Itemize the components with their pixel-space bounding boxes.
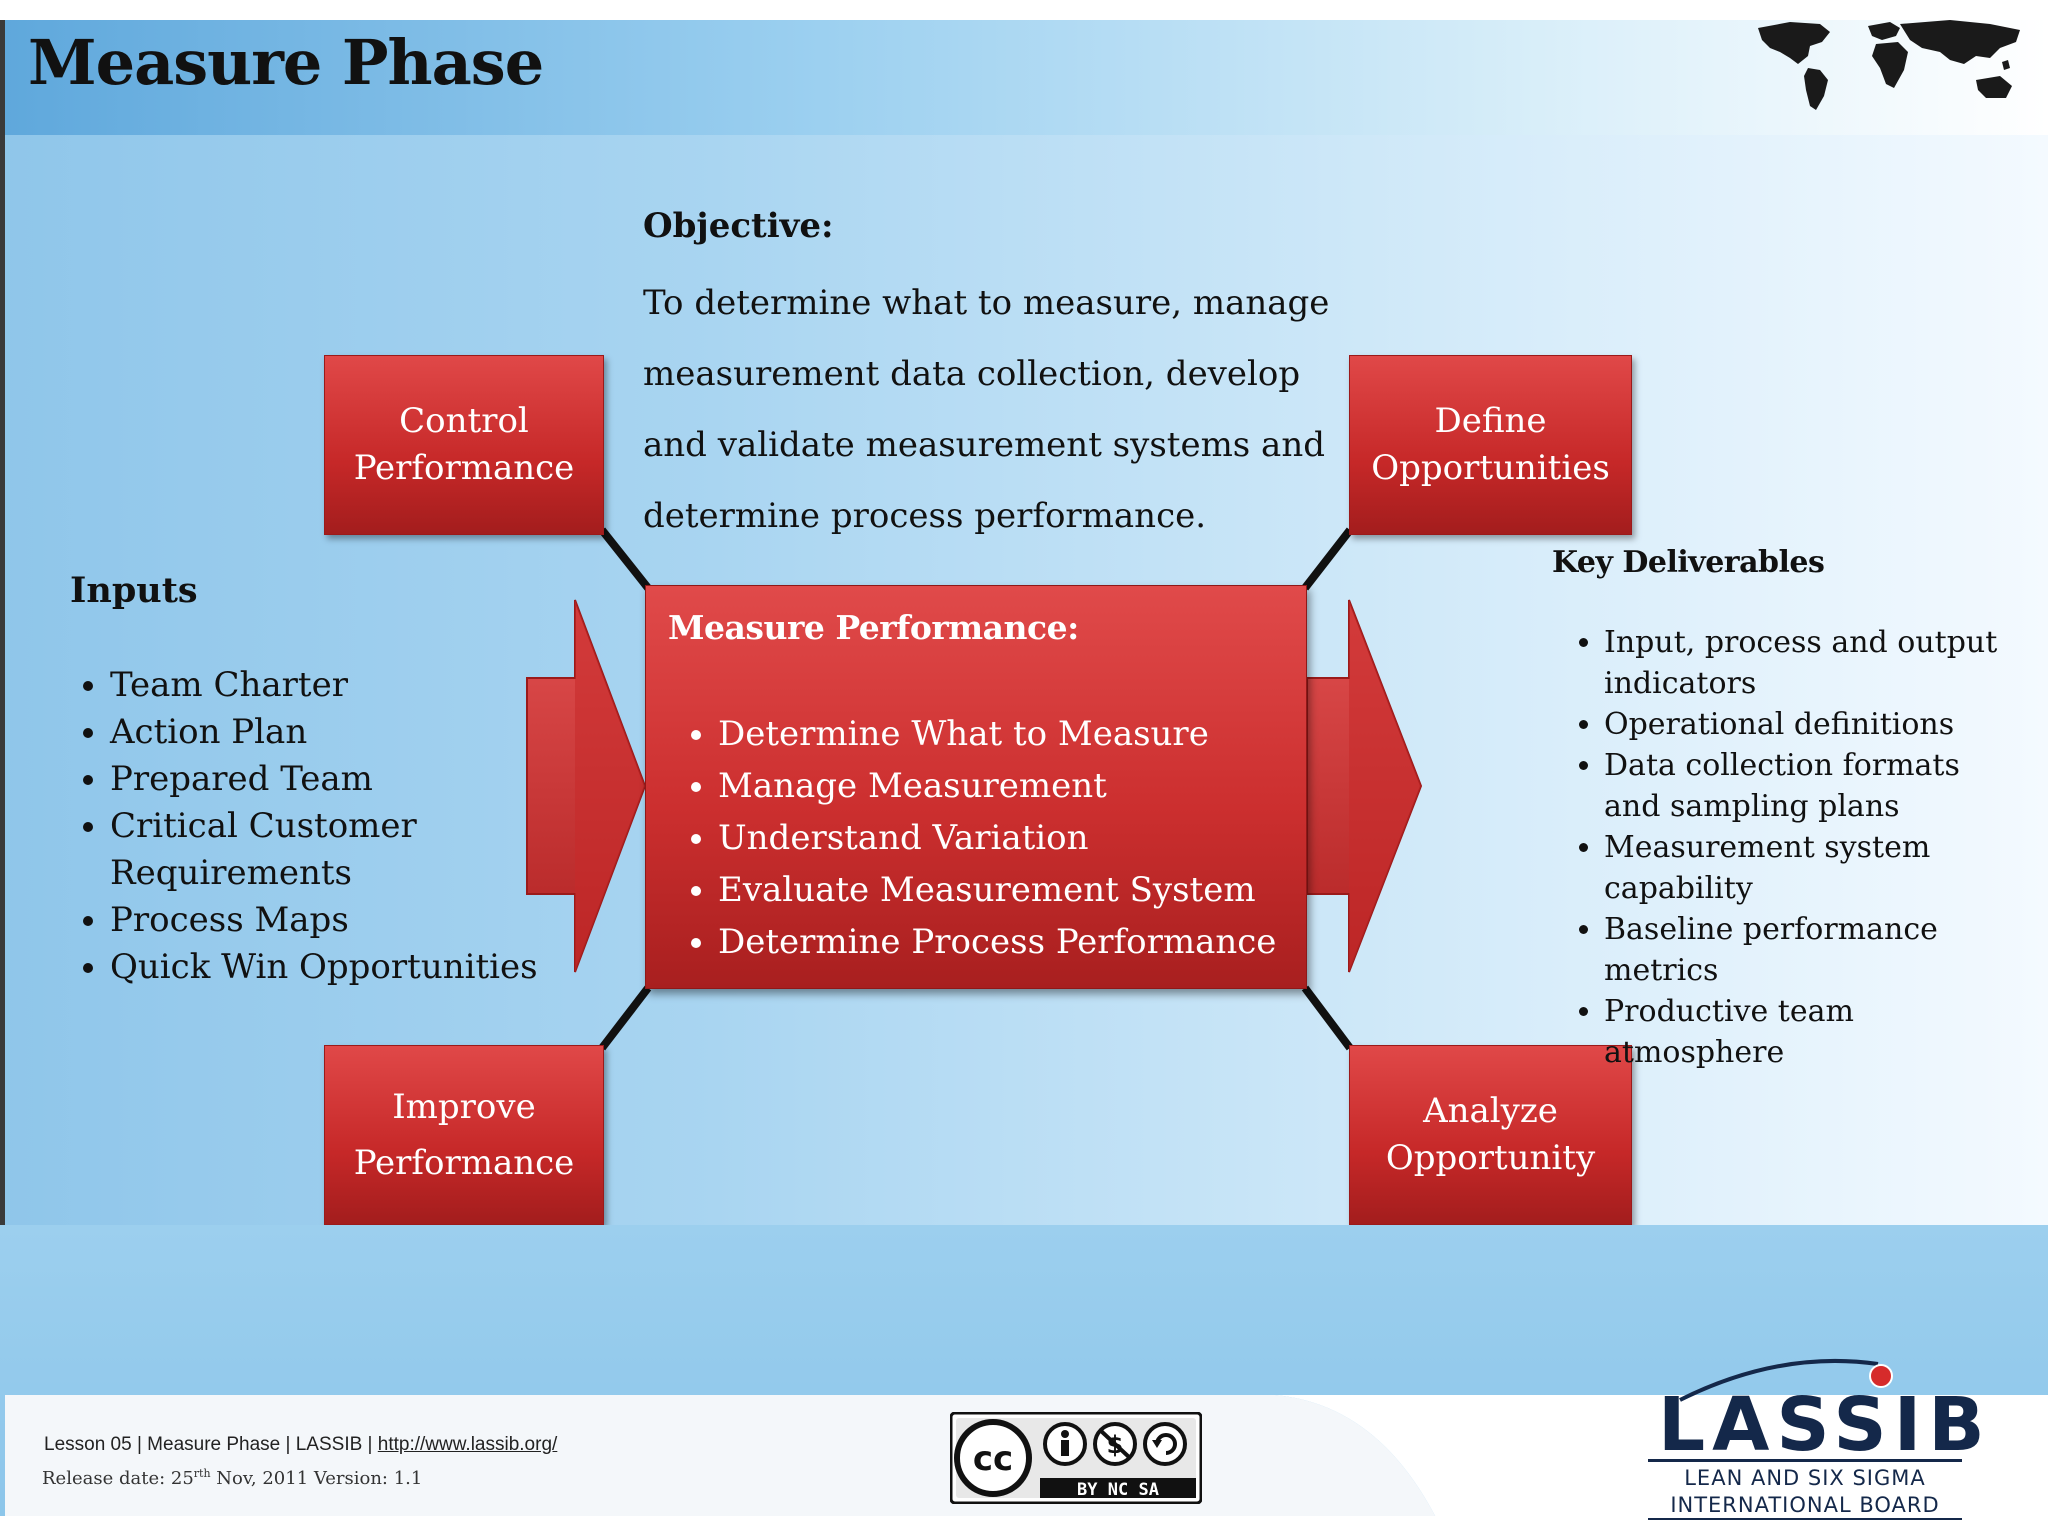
list-item: Action Plan [110,709,600,756]
list-item: Determine Process Performance [718,916,1338,968]
lassib-logo: LASSIB LEAN AND SIX SIGMA INTERNATIONAL … [1640,1352,1985,1520]
logo-tagline-1: LEAN AND SIX SIGMA [1684,1466,1926,1490]
logo-wordmark: LASSIB [1658,1382,1992,1468]
license-terms-label: BY NC SA [1077,1480,1159,1500]
bottom-margin [0,1516,2048,1536]
measure-performance-list: Determine What to Measure Manage Measure… [668,708,1338,968]
connector-define [1301,527,1354,591]
footer-release-info: Release date: 25rth Nov, 2011 Version: 1… [42,1467,422,1489]
list-item: Team Charter [110,662,600,709]
connector-control [598,527,652,591]
list-item: Process Maps [110,897,600,944]
title-band [5,20,2048,135]
inputs-heading: Inputs [70,570,198,611]
define-opportunities-box: Define Opportunities [1349,355,1632,535]
world-map-icon [1758,20,2020,110]
list-item: Measurement system capability [1604,827,2024,909]
list-item: Data collection formats and sampling pla… [1604,745,2024,827]
measure-performance-heading: Measure Performance: [668,608,1079,647]
logo-divider [1648,1459,1962,1462]
analyze-opportunity-label: Analyze Opportunity [1385,1091,1596,1178]
control-performance-label: Control Performance [353,401,575,488]
release-date-prefix: Release date: 25 [42,1468,194,1489]
footer-url-link[interactable]: http://www.lassib.org/ [377,1434,558,1455]
inputs-list: Team Charter Action Plan Prepared Team C… [70,662,600,991]
sharealike-icon [1143,1422,1187,1466]
list-item: Baseline performance metrics [1604,909,2024,991]
control-performance-box: Control Performance [324,355,604,535]
output-arrow [1306,599,1423,973]
logo-tagline-2: INTERNATIONAL BOARD [1670,1493,1940,1517]
logo-swoosh-icon [1679,1358,1893,1402]
release-date-suffix: rth [193,1467,211,1480]
release-date-rest: Nov, 2011 Version: 1.1 [210,1468,423,1489]
list-item: Determine What to Measure [718,708,1338,760]
top-margin [0,0,2048,20]
creative-commons-badge: cc $ BY NC SA [950,1412,1202,1504]
improve-performance-label: Improve Performance [353,1087,575,1183]
list-item: Productive team atmosphere [1604,991,2024,1073]
list-item: Critical Customer Requirements [110,803,600,897]
list-item: Understand Variation [718,812,1338,864]
logo-divider-bottom [1648,1518,1962,1520]
list-item: Quick Win Opportunities [110,944,600,991]
list-item: Manage Measurement [718,760,1338,812]
cc-icon: cc [973,1439,1013,1479]
measure-performance-box: Measure Performance: Determine What to M… [645,585,1307,989]
list-item: Operational definitions [1604,704,2024,745]
slide-title: Measure Phase [28,26,544,99]
key-deliverables-heading: Key Deliverables [1552,545,1825,580]
footer-lesson-text: Lesson 05 | Measure Phase | LASSIB | [44,1434,378,1455]
footer-lesson-info: Lesson 05 | Measure Phase | LASSIB | htt… [44,1434,557,1456]
objective-text: To determine what to measure, manage mea… [643,283,1330,536]
list-item: Input, process and output indicators [1604,622,2024,704]
left-edge [0,20,5,1536]
list-item: Evaluate Measurement System [718,864,1338,916]
connector-analyze [1301,985,1354,1051]
input-arrow [526,599,647,973]
improve-performance-box: Improve Performance [324,1045,604,1225]
objective-heading: Objective: [643,206,834,246]
connector-improve [598,985,652,1051]
key-deliverables-list: Input, process and output indicators Ope… [1552,622,2024,1073]
define-opportunities-label: Define Opportunities [1371,401,1610,488]
list-item: Prepared Team [110,756,600,803]
analyze-opportunity-box: Analyze Opportunity [1349,1045,1632,1225]
